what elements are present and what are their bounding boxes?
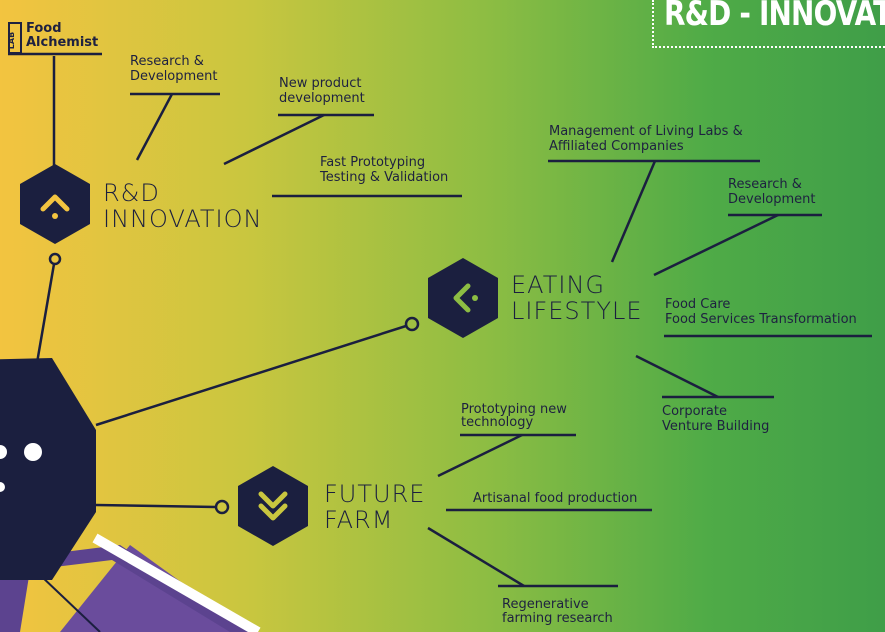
rd-item-new-product-line-1: New product (279, 76, 362, 91)
chevron-left-icon (453, 283, 478, 313)
rd-item-new-product-line-2: development (279, 91, 365, 106)
eating-hub-line-2: LIFESTYLE (511, 297, 643, 325)
rd-item-prototyping-line-2: Testing & Validation (320, 170, 449, 185)
logo-line-1: Food (26, 21, 62, 36)
logo-bottle-icon (8, 22, 22, 54)
eating-item-living-labs-line-2: Affiliated Companies (549, 139, 684, 154)
eating-hub-label: EATING LIFESTYLE (511, 272, 643, 324)
eating-item-research-line-1: Research & (728, 177, 802, 192)
rd-item-research: Research & Development (130, 54, 218, 84)
double-chevron-down-icon (258, 491, 288, 521)
rd-item-prototyping-line-1: Fast Prototyping (320, 155, 426, 170)
farm-item-prototyping-line-2: technology (461, 415, 534, 430)
farm-hub-hex (238, 466, 308, 546)
eating-item-food-care: Food Care Food Services Transformation (665, 297, 857, 327)
page-header: R&D - INNOVATI (652, 0, 885, 48)
farm-item-regenerative: Regenerative farming research (502, 598, 613, 626)
rd-hub-hex (20, 164, 90, 244)
page-title: R&D - INNOVATI (664, 0, 885, 34)
rd-hub-label: R&D INNOVATION (103, 180, 262, 232)
farm-item-artisanal: Artisanal food production (473, 491, 637, 506)
logo-badge: LAB (7, 31, 17, 50)
rd-hub-line-1: R&D (103, 179, 160, 207)
farm-item-regenerative-line-1: Regenerative (502, 597, 589, 612)
food-alchemist-logo: LAB Food Alchemist (7, 4, 104, 56)
farm-item-artisanal-line-1: Artisanal food production (473, 491, 638, 506)
eating-hub-hex (428, 258, 498, 338)
logo-line-2: Alchemist (26, 35, 99, 50)
eating-item-living-labs: Management of Living Labs & Affiliated C… (549, 124, 743, 154)
rd-hub-line-2: INNOVATION (103, 205, 263, 233)
rd-item-new-product: New product development (279, 76, 365, 106)
farm-item-prototyping-line-1: Prototyping new (461, 402, 567, 417)
farm-hub-label: FUTURE FARM (324, 481, 425, 533)
rd-item-prototyping: Fast Prototyping Testing & Validation (320, 155, 448, 185)
farm-item-prototyping: Prototyping new technology (461, 403, 567, 429)
farm-hub-line-1: FUTURE (324, 480, 426, 508)
eating-item-food-care-line-2: Food Services Transformation (665, 312, 857, 327)
eating-item-research-line-2: Development (728, 192, 816, 207)
rd-item-research-line-1: Research & (130, 54, 204, 69)
chevron-up-icon (40, 194, 70, 219)
eating-item-living-labs-line-1: Management of Living Labs & (549, 124, 743, 139)
eating-hub-line-1: EATING (511, 271, 606, 299)
farm-hub-line-2: FARM (324, 506, 394, 534)
eating-item-corporate-line-2: Venture Building (662, 419, 770, 434)
rd-item-research-line-2: Development (130, 69, 218, 84)
farm-item-regenerative-line-2: farming research (502, 611, 613, 626)
eating-item-corporate-line-1: Corporate (662, 404, 727, 419)
eating-item-corporate: Corporate Venture Building (662, 404, 769, 434)
eating-item-food-care-line-1: Food Care (665, 297, 731, 312)
eating-item-research: Research & Development (728, 177, 816, 207)
